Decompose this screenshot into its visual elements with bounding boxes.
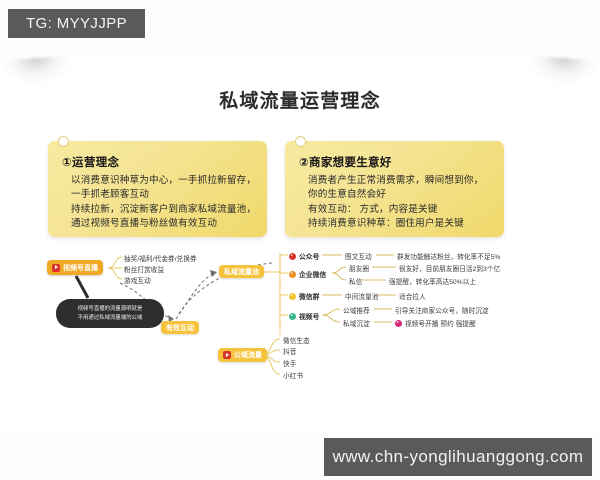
card-2-line: 持续消费意识种草：圈住用户是关键 xyxy=(308,218,464,230)
play-dot-icon xyxy=(289,312,296,320)
leaf-public-branch: 快手 xyxy=(283,361,297,368)
card-2-line: 你的生意自然会好 xyxy=(308,189,386,201)
channel-official-account[interactable]: 公众号 xyxy=(289,251,319,261)
card-2-line: 有效互动： 方式，内容是关键 xyxy=(308,203,438,215)
channel-mid-label: 私信 xyxy=(349,279,363,286)
mindmap-diagram: 视频号直播 私域流量池 有效互动 公域流量 视频号直播的流量源明就是 不用通过私… xyxy=(0,243,600,403)
channel-label: 企业微信 xyxy=(299,272,327,279)
play-dot-icon xyxy=(289,292,296,300)
card-1-body: 以消费意识种草为中心，一手抓拉新留存， 一手抓老顾客互动 持续拉新，沉淀新客户到… xyxy=(62,174,257,232)
channel-mid-label: 中间流量池 xyxy=(345,294,379,301)
card-1-marker: ① xyxy=(62,157,73,169)
channel-label: 微信群 xyxy=(299,294,320,301)
card-1-line: 一手抓老顾客互动 xyxy=(71,189,149,201)
play-dot-icon xyxy=(289,270,296,278)
paper-sheet xyxy=(0,55,600,430)
channel-mid-label: 公域推荐 xyxy=(343,308,370,315)
node-live-label: 视频号直播 xyxy=(63,264,98,272)
mindmap-node-public-traffic[interactable]: 公域流量 xyxy=(218,348,267,362)
telegram-watermark-badge: TG: MYYJJPP xyxy=(8,9,145,38)
node-pool-label: 私域流量池 xyxy=(224,268,259,276)
play-dot-icon xyxy=(289,252,296,260)
channel-detail: 视频号开播 预约 强提醒 xyxy=(405,321,476,328)
page-title: 私域流量运营理念 xyxy=(219,91,381,112)
leaf-public-branch: 抖音 xyxy=(283,349,297,356)
idea-card-merchant-goal: ②商家想要生意好 消费者产生正常消费需求，瞬间想到你， 你的生意自然会好 有效互… xyxy=(285,136,504,237)
channel-wechat-group[interactable]: 微信群 xyxy=(289,291,319,301)
channel-detail: 群发功能触达粉丝，转化率不足5% xyxy=(397,254,501,261)
channel-mid-label: 朋友圈 xyxy=(349,266,370,273)
card-1-line: 以消费意识种草为中心，一手抓拉新留存， xyxy=(71,175,257,186)
card-2-heading: ②商家想要生意好 xyxy=(299,154,491,170)
card-1-line: 持续拉新，沉淀新客户到商家私域流量池， xyxy=(71,203,257,215)
card-2-body: 消费者产生正常消费需求，瞬间想到你， 你的生意自然会好 有效互动： 方式，内容是… xyxy=(299,174,491,232)
mindmap-tooltip-callout: 视频号直播的流量源明就是 不用通过私域流量端的公域 xyxy=(56,299,164,328)
card-2-line: 消费者产生正常消费需求，瞬间想到你， xyxy=(308,175,484,186)
node-public-label: 公域流量 xyxy=(234,352,262,359)
leaf-live-branch: 粉丝打赏收益 xyxy=(124,267,165,274)
paper-curl-left-icon xyxy=(1,55,73,87)
channel-mid-label: 私域沉淀 xyxy=(343,321,370,328)
channel-label: 公众号 xyxy=(299,254,320,261)
card-1-title: 运营理念 xyxy=(72,157,120,169)
leaf-public-branch: 微信生态 xyxy=(283,338,310,345)
channel-detail: 引导关注商家公众号，随时沉淀 xyxy=(395,308,489,315)
card-1-line: 通过视频号直播与粉丝做有效互动 xyxy=(71,218,218,230)
mindmap-node-live-streaming[interactable]: 视频号直播 xyxy=(47,260,103,275)
leaf-live-branch: 游戏互动 xyxy=(124,278,151,285)
arrow-right-dot-icon xyxy=(395,319,402,327)
play-icon xyxy=(52,263,60,272)
idea-card-operating-concept: ①运营理念 以消费意识种草为中心，一手抓拉新留存， 一手抓老顾客互动 持续拉新，… xyxy=(48,136,267,237)
node-interaction-label: 有效互动 xyxy=(166,324,194,332)
channel-label: 视频号 xyxy=(299,314,320,321)
card-1-heading: ①运营理念 xyxy=(62,154,254,170)
card-2-title: 商家想要生意好 xyxy=(309,157,392,169)
channel-mid-label: 图文互动 xyxy=(345,254,372,261)
leaf-public-branch: 小红书 xyxy=(283,373,304,380)
leaf-live-branch: 抽奖/福利/代金券/兑换券 xyxy=(124,256,197,263)
website-watermark-badge: www.chn-yonglihuanggong.com xyxy=(324,438,592,476)
tooltip-line: 视频号直播的流量源明就是 xyxy=(77,306,143,313)
mindmap-node-private-traffic-pool[interactable]: 私域流量池 xyxy=(219,265,264,278)
card-2-marker: ② xyxy=(299,157,310,169)
channel-video-account[interactable]: 视频号 xyxy=(289,311,319,321)
tooltip-line: 不用通过私域流量端的公域 xyxy=(77,314,143,321)
mindmap-node-effective-interaction[interactable]: 有效互动 xyxy=(161,321,199,334)
channel-detail: 很友好，目前朋友圈日活2到3个亿 xyxy=(399,266,501,273)
channel-detail: 适合拉人 xyxy=(399,294,426,301)
channel-enterprise-wechat[interactable]: 企业微信 xyxy=(289,269,326,279)
paper-curl-right-icon xyxy=(527,55,599,87)
mindmap-connectors xyxy=(74,253,396,375)
channel-detail: 强提醒，转化率高达50%以上 xyxy=(389,279,477,286)
play-icon xyxy=(223,351,231,359)
channel-detail-highlight: 视频号开播 预约 强提醒 xyxy=(395,318,476,328)
